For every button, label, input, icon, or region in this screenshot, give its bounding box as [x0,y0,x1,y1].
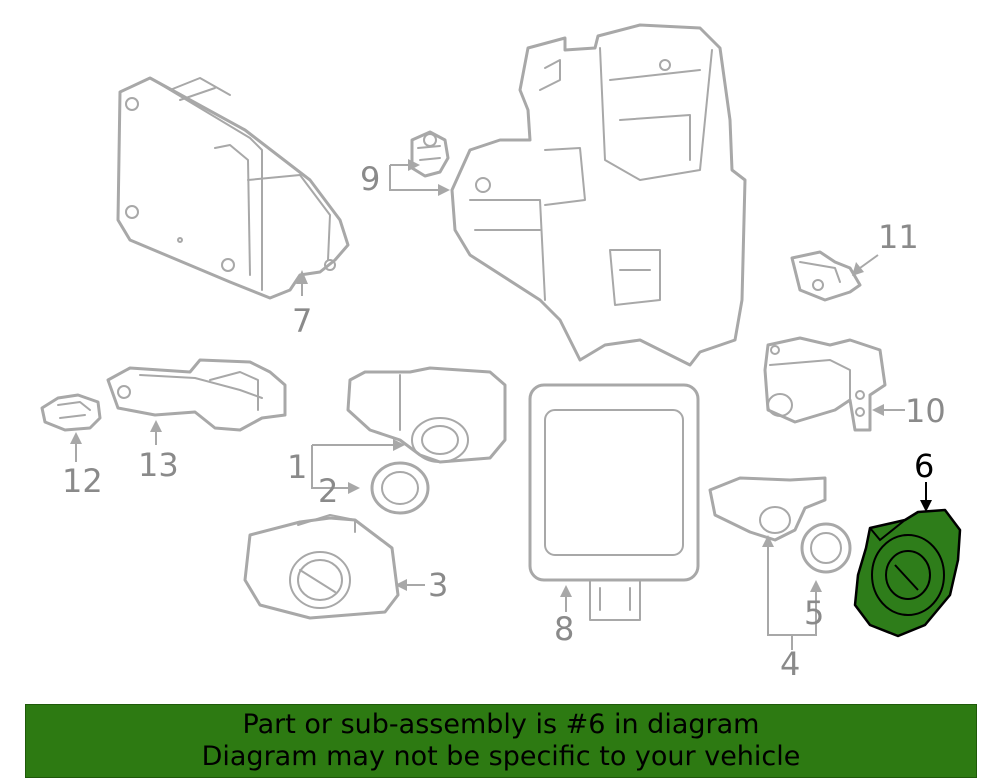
part-3-bezel[interactable] [243,514,400,620]
callout-2: 2 [318,472,338,510]
part-12-connector[interactable] [40,393,102,432]
part-5-ring[interactable] [800,522,852,574]
part-6-highlighted[interactable] [853,508,962,638]
callout-8: 8 [554,610,574,648]
part-7-module[interactable] [116,76,350,300]
callout-11: 11 [878,218,919,256]
banner-line-2: Diagram may not be specific to your vehi… [201,741,801,772]
part-4-sensor[interactable] [708,476,827,542]
part-9-clip[interactable] [410,130,450,178]
callout-10: 10 [905,392,946,430]
callout-4: 4 [780,645,800,683]
callout-1: 1 [287,448,307,486]
part-1-sensor[interactable] [346,366,507,464]
part-10-camera[interactable] [763,336,887,432]
banner-line-1: Part or sub-assembly is #6 in diagram [242,709,760,740]
info-banner: Part or sub-assembly is #6 in diagram Di… [25,704,977,778]
mounting-bracket[interactable] [450,23,747,367]
callout-6: 6 [914,447,934,485]
callout-7: 7 [292,302,312,340]
part-8-module[interactable] [528,383,700,621]
parts-diagram: 7 9 11 10 [40,23,962,683]
part-13-bracket[interactable] [106,358,287,432]
part-2-ring[interactable] [370,461,430,515]
callout-12: 12 [62,462,103,500]
callout-3: 3 [428,566,448,604]
part-11-bracket[interactable] [790,250,862,302]
callout-9: 9 [360,160,380,198]
callout-13: 13 [138,446,179,484]
callout-5: 5 [804,594,824,632]
